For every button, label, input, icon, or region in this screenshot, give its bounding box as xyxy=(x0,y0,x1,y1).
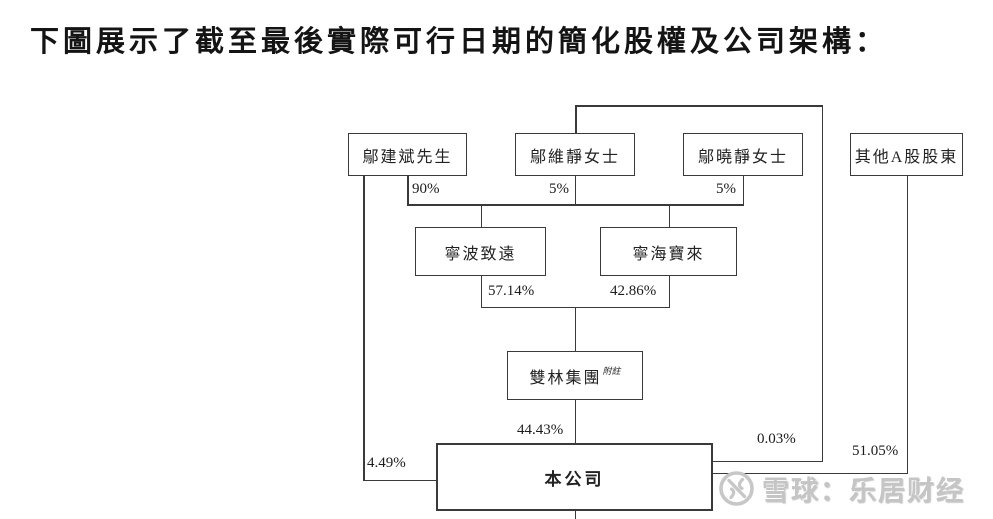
pct-shuanglin-company: 44.43% xyxy=(517,422,564,438)
node-label: 本公司 xyxy=(544,469,605,489)
line-zhiyuan-out xyxy=(480,276,482,308)
node-wu-weijing: 鄔維靜女士 xyxy=(515,133,635,176)
line-weijing-top-drop xyxy=(575,105,577,134)
line-other-a-drop xyxy=(906,176,908,474)
line-xiaojing-rail-drop xyxy=(742,176,744,205)
line-weijing-rail-drop xyxy=(574,176,576,205)
node-other-a-shareholders: 其他A股股東 xyxy=(850,133,963,176)
pct-weijing-company: 0.03% xyxy=(757,431,796,447)
pct-jianbin-company: 4.49% xyxy=(367,455,406,471)
pct-jianbin-holdco: 90% xyxy=(412,181,440,197)
node-wu-xiaojing: 鄔曉靜女士 xyxy=(683,133,803,176)
line-shuanglin-into-company xyxy=(574,400,576,443)
node-label: 鄔曉靜女士 xyxy=(697,148,788,166)
node-ninghai-baolai: 寧海寶來 xyxy=(600,227,737,276)
node-shuanglin-group: 雙林集團附註 xyxy=(507,351,643,400)
pct-xiaojing-holdco: 5% xyxy=(716,181,736,197)
line-right-long-drop xyxy=(821,105,823,462)
watermark-text: 雪球：乐居财经 xyxy=(762,476,965,506)
node-ningbo-zhiyuan: 寧波致遠 xyxy=(415,227,546,276)
page-title: 下圖展示了截至最後實際可行日期的簡化股權及公司架構： xyxy=(30,26,889,58)
watermark: 雪球：乐居财经 xyxy=(718,469,965,508)
node-company: 本公司 xyxy=(436,443,713,511)
node-label: 寧波致遠 xyxy=(444,245,517,263)
pct-weijing-holdco: 5% xyxy=(549,181,569,197)
line-into-zhiyuan xyxy=(480,204,482,228)
pct-other-a-company: 51.05% xyxy=(852,443,899,459)
pct-baolai-shuanglin: 42.86% xyxy=(610,283,657,299)
line-449-into-company xyxy=(363,479,436,481)
node-label: 雙林集團 xyxy=(529,369,602,387)
line-jianbin-rail-drop xyxy=(407,176,409,205)
line-company-down-stub xyxy=(574,511,576,519)
node-label: 寧海寶來 xyxy=(632,245,705,263)
node-label: 其他A股股東 xyxy=(854,148,959,166)
pct-zhiyuan-shuanglin: 57.14% xyxy=(488,283,535,299)
node-wu-jianbin: 鄔建斌先生 xyxy=(348,133,467,176)
line-baolai-out xyxy=(668,276,670,308)
node-label: 鄔建斌先生 xyxy=(362,148,453,166)
node-label: 鄔維靜女士 xyxy=(529,148,620,166)
line-003-into-company xyxy=(713,460,823,462)
line-5105-into-company xyxy=(713,472,908,474)
line-into-baolai xyxy=(668,204,670,228)
line-jianbin-direct-drop xyxy=(363,176,365,481)
line-into-shuanglin xyxy=(574,306,576,352)
line-holdco-rail xyxy=(407,204,744,206)
xueqiu-logo-icon xyxy=(719,471,754,506)
line-weijing-top-rail xyxy=(575,105,823,107)
